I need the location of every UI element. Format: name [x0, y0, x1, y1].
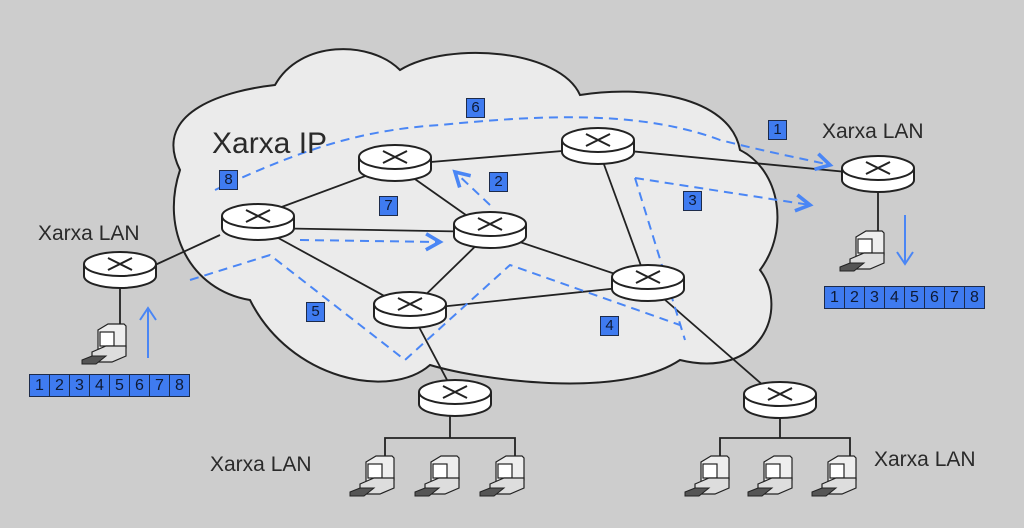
router-core [221, 203, 295, 241]
router-right-lan [841, 155, 915, 193]
packet: 5 [110, 375, 130, 396]
path-badge: 5 [306, 302, 325, 322]
packet: 2 [845, 287, 865, 308]
router-bottom-lan [418, 379, 492, 417]
packet: 2 [50, 375, 70, 396]
path-badge: 1 [768, 120, 787, 140]
packet: 1 [30, 375, 50, 396]
destination-packet-sequence: 1 2 3 4 5 6 7 8 [824, 286, 985, 309]
cloud-label: Xarxa IP [212, 127, 328, 160]
receive-arrow-icon [896, 215, 914, 266]
path-badge: 4 [600, 316, 619, 336]
packet: 8 [175, 377, 184, 394]
packet: 4 [90, 375, 110, 396]
router-core [561, 127, 635, 165]
packet: 4 [885, 287, 905, 308]
router-core [373, 291, 447, 329]
router-core [611, 264, 685, 302]
packet: 3 [70, 375, 90, 396]
computer-icon [414, 455, 460, 497]
path-badge: 6 [466, 98, 485, 118]
packet-paths [189, 116, 834, 362]
router-core [453, 211, 527, 249]
packet: 6 [130, 375, 150, 396]
path-badge: 2 [489, 172, 508, 192]
lan-label-right: Xarxa LAN [822, 120, 924, 143]
computer-icon [839, 230, 885, 272]
send-arrow-icon [139, 306, 157, 358]
path-badge: 8 [219, 170, 238, 190]
router-core [358, 144, 432, 182]
packet: 5 [905, 287, 925, 308]
packet: 8 [970, 289, 979, 306]
computer-icon [349, 455, 395, 497]
source-packet-sequence: 1 2 3 4 5 6 7 8 [29, 374, 190, 397]
packet: 6 [925, 287, 945, 308]
lan-label-bottom-right: Xarxa LAN [874, 448, 976, 471]
router-bottom-right-lan [743, 381, 817, 419]
computer-icon [684, 455, 730, 497]
computer-icon [811, 455, 857, 497]
computer-icon [747, 455, 793, 497]
router-left-lan [83, 251, 157, 289]
lan-label-bottom: Xarxa LAN [210, 453, 312, 476]
path-badge: 7 [379, 196, 398, 216]
lan-label-left: Xarxa LAN [38, 222, 140, 245]
path-badge: 3 [683, 191, 702, 211]
packet: 7 [945, 287, 965, 308]
packet: 1 [825, 287, 845, 308]
packet: 3 [865, 287, 885, 308]
packet: 7 [150, 375, 170, 396]
computer-icon [479, 455, 525, 497]
computer-icon [81, 323, 127, 365]
